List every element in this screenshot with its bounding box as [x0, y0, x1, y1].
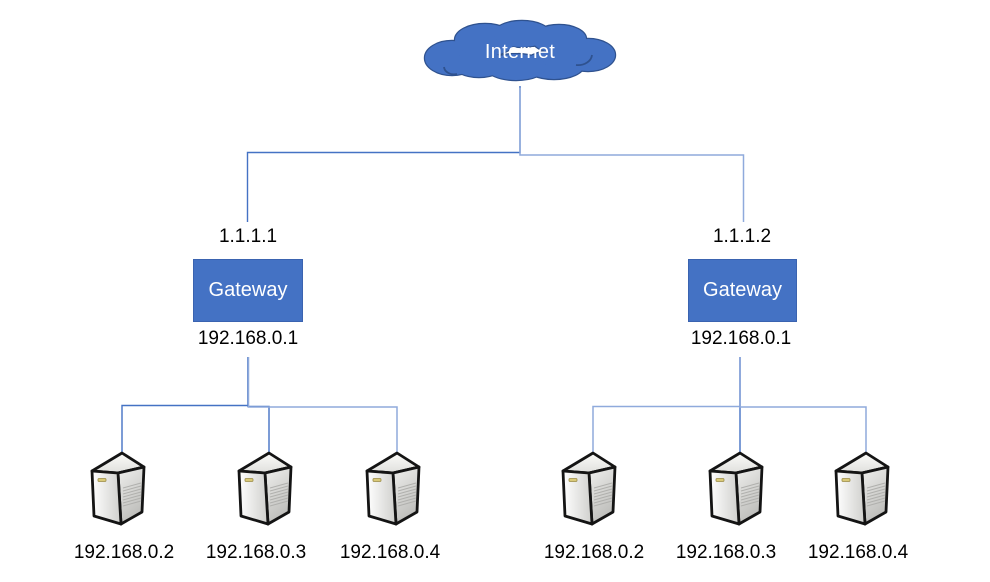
- connector-gateway1-server1: [121, 357, 249, 453]
- server-ip-label: 192.168.0.2: [73, 542, 175, 563]
- connector-internet-gateway2: [519, 88, 745, 222]
- server-tower-icon[interactable]: [708, 450, 764, 528]
- connector-internet-gateway1: [246, 86, 521, 222]
- connector-gateway1-server3: [247, 357, 398, 453]
- server-tower-icon[interactable]: [90, 450, 146, 528]
- gateway1-box[interactable]: Gateway: [193, 259, 303, 322]
- connector-gateway2-server3: [739, 357, 867, 453]
- server-tower-icon[interactable]: [834, 450, 890, 528]
- server-ip-label: 192.168.0.4: [807, 542, 909, 563]
- gateway1-label: Gateway: [208, 279, 288, 301]
- gateway2-label: Gateway: [703, 279, 782, 301]
- internet-cloud-node[interactable]: [422, 18, 618, 86]
- gateway1-wan-ip-label: 1.1.1.1: [218, 226, 278, 247]
- connector-gateway2-server1: [592, 357, 741, 453]
- server-tower-icon[interactable]: [365, 450, 421, 528]
- gateway2-wan-ip-label: 1.1.1.2: [712, 226, 772, 247]
- connector-gateway1-server2: [247, 357, 270, 453]
- server-ip-label: 192.168.0.4: [339, 542, 441, 563]
- cloud-icon: [423, 19, 617, 82]
- server-ip-label: 192.168.0.3: [675, 542, 777, 563]
- server-tower-icon[interactable]: [237, 450, 293, 528]
- server-tower-icon[interactable]: [561, 450, 617, 528]
- internet-label: Internet: [484, 40, 556, 63]
- server-ip-label: 192.168.0.3: [205, 542, 307, 563]
- server-ip-label: 192.168.0.2: [543, 542, 645, 563]
- gateway1-lan-ip-label: 192.168.0.1: [197, 328, 299, 349]
- gateway2-lan-ip-label: 192.168.0.1: [690, 328, 792, 349]
- gateway2-box[interactable]: Gateway: [688, 259, 797, 322]
